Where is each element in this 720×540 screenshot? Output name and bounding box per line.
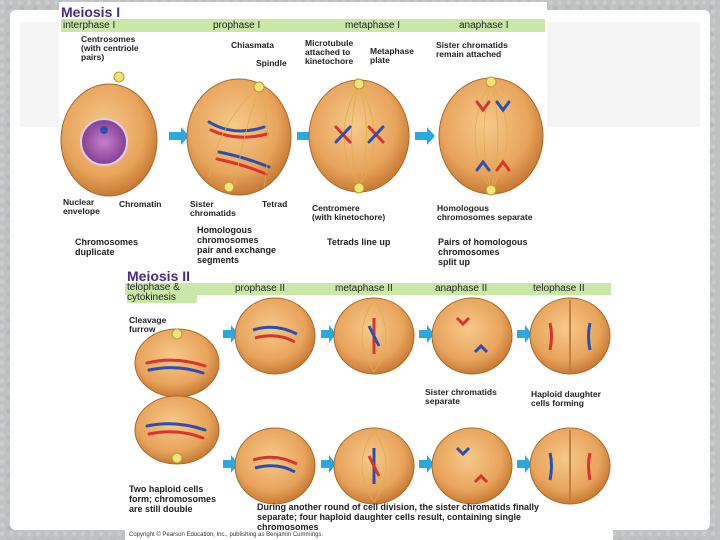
anaphase-cell xyxy=(438,77,544,195)
anaphase-2-cell-top xyxy=(431,297,513,375)
arrow-icon xyxy=(517,325,532,343)
meiosis-2-figure: Meiosis II telophase & cytokinesis proph… xyxy=(125,268,613,540)
phase-metaphase-2: metaphase II xyxy=(335,283,393,294)
phase-telophase-cytokinesis: telophase & cytokinesis xyxy=(127,283,197,303)
centrosome-icon xyxy=(253,81,265,93)
label-haploid-forming: Haploid daughter cells forming xyxy=(531,389,601,408)
nucleus xyxy=(80,118,128,166)
arrow-icon xyxy=(419,455,434,473)
meiosis-2-illustration xyxy=(134,297,611,505)
label-tetrads-line-up: Tetrads line up xyxy=(327,237,391,247)
label-sister-attached: Sister chromatids remain attached xyxy=(436,40,508,59)
centrosome-icon xyxy=(171,452,183,464)
phase-prophase-2: prophase II xyxy=(235,283,286,294)
copyright-text: Copyright © Pearson Education, Inc., pub… xyxy=(129,532,324,538)
label-two-haploid: Two haploid cells form; chromosomes are … xyxy=(129,484,217,514)
label-pairs-split: Pairs of homologous chromosomes split up xyxy=(438,237,528,267)
label-cleavage-furrow: Cleavage furrow xyxy=(129,315,167,334)
telophase-cell-bottom xyxy=(134,395,220,465)
label-centrosomes: Centrosomes (with centriole pairs) xyxy=(81,34,139,62)
label-sister-separate: Sister chromatids separate xyxy=(425,387,497,406)
prophase-2-cell-bottom xyxy=(234,427,316,505)
metaphase-cell xyxy=(308,79,410,193)
label-metaphase-plate: Metaphase plate xyxy=(370,46,414,65)
arrow-icon xyxy=(321,455,336,473)
centrosome-icon xyxy=(113,71,125,83)
meiosis-1-illustration xyxy=(60,71,544,197)
telophase-2-cell-bottom xyxy=(529,427,611,505)
centrosome-icon xyxy=(353,78,365,90)
centrosome-icon xyxy=(485,184,497,196)
centrosome-icon xyxy=(223,181,235,193)
telophase-2-cell-top xyxy=(529,297,611,375)
label-sister-chromatids: Sister chromatids xyxy=(190,199,236,218)
meiosis-2-title: Meiosis II xyxy=(127,268,191,284)
arrow-icon xyxy=(223,455,238,473)
label-chromatin: Chromatin xyxy=(119,199,162,209)
label-homologous-separate: Homologous chromosomes separate xyxy=(437,203,533,222)
meiosis-1-title: Meiosis I xyxy=(61,4,121,20)
prophase-2-cell-top xyxy=(234,297,316,375)
centrosome-icon xyxy=(353,182,365,194)
phase-interphase-1: interphase I xyxy=(63,20,116,31)
label-homologous-pair: Homologous chromosomes pair and exchange… xyxy=(197,225,277,265)
label-tetrad: Tetrad xyxy=(262,199,288,209)
phase-anaphase-1: anaphase I xyxy=(459,20,509,31)
meiosis-1-phase-strip: interphase I prophase I metaphase I anap… xyxy=(61,19,545,32)
phase-telophase-2: telophase II xyxy=(533,283,585,294)
label-nuclear-envelope: Nuclear envelope xyxy=(63,197,100,216)
label-spindle: Spindle xyxy=(256,58,287,68)
centrosome-icon xyxy=(485,76,497,88)
arrow-icon xyxy=(415,127,435,145)
arrow-icon xyxy=(321,325,336,343)
label-chromosomes-duplicate: Chromosomes duplicate xyxy=(75,237,139,257)
arrow-icon xyxy=(169,127,189,145)
spindle-fibers xyxy=(208,86,269,188)
label-chiasmata: Chiasmata xyxy=(231,40,274,50)
anaphase-2-cell-bottom xyxy=(431,427,513,505)
centrosome-icon xyxy=(171,328,183,340)
arrow-icon xyxy=(517,455,532,473)
phase-prophase-1: prophase I xyxy=(213,20,261,31)
meiosis-2-phase-strip: telophase & cytokinesis prophase II meta… xyxy=(125,283,611,303)
nucleolus xyxy=(100,126,108,134)
spindle-fibers xyxy=(474,81,508,191)
arrow-icon xyxy=(419,325,434,343)
label-another-round: During another round of cell division, t… xyxy=(257,502,540,532)
phase-metaphase-1: metaphase I xyxy=(345,20,401,31)
metaphase-2-cell-top xyxy=(333,297,415,375)
meiosis-1-figure: Meiosis I interphase I prophase I metaph… xyxy=(59,2,547,270)
phase-anaphase-2: anaphase II xyxy=(435,283,488,294)
label-microtubule: Microtubule attached to kinetochore xyxy=(305,38,354,66)
metaphase-2-cell-bottom xyxy=(333,427,415,505)
label-centromere: Centromere (with kinetochore) xyxy=(312,203,386,222)
arrow-icon xyxy=(223,325,238,343)
